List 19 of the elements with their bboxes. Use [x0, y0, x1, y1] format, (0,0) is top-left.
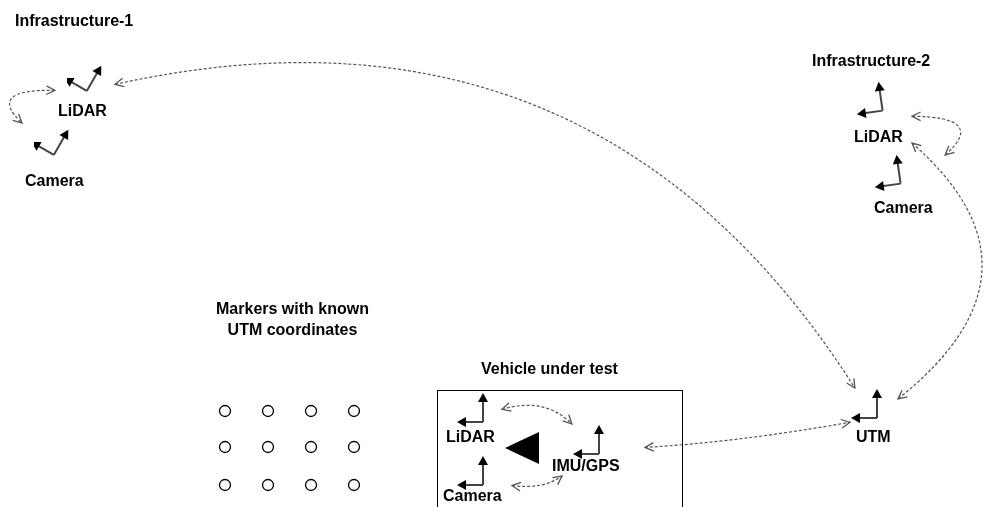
sensor-label: Camera — [25, 172, 84, 190]
arrow — [8, 85, 56, 124]
arrow — [897, 142, 983, 400]
heading-label: Infrastructure-2 — [812, 52, 931, 70]
arrow — [114, 62, 856, 389]
heading-label: Markers with known UTM coordinates — [215, 299, 370, 340]
sensor-label: UTM — [856, 428, 891, 446]
arrow — [644, 418, 851, 452]
arrow — [911, 111, 962, 156]
sensor-label: LiDAR — [58, 102, 107, 120]
sensor-label: LiDAR — [854, 128, 903, 146]
sensor-label: Camera — [443, 487, 502, 505]
heading-label: Infrastructure-1 — [15, 12, 134, 30]
sensor-label: LiDAR — [446, 428, 495, 446]
group-title: Vehicle under test — [481, 360, 618, 378]
arrow — [511, 475, 563, 492]
arrow — [501, 402, 573, 425]
sensor-label: Camera — [874, 199, 933, 217]
sensor-label: IMU/GPS — [552, 457, 620, 475]
